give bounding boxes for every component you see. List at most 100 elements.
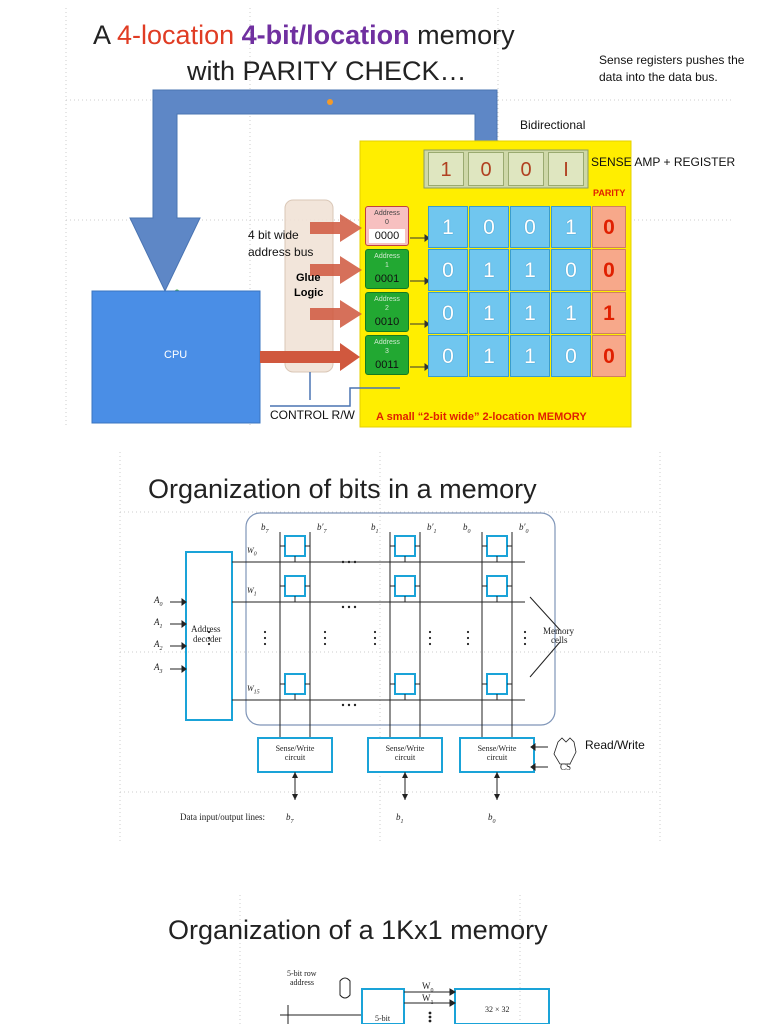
data-line-label-2-text: b (488, 812, 493, 822)
memory-bit-cell: 0 (510, 206, 550, 248)
sense-note-line1: Sense registers pushes the (599, 53, 745, 67)
row-address-label-1: 5-bit row (287, 969, 317, 978)
parity-cell: 0 (592, 206, 626, 248)
bit-line-label-2-subscript: 0 (467, 528, 471, 535)
slide1-title-line1: A 4-location 4-bit/location memory (93, 20, 515, 50)
memory-array-outline (245, 512, 556, 726)
parity-cell: 1 (592, 292, 626, 334)
address-input-label-2-text: A (154, 639, 160, 649)
data-line-label-0-subscript: 7 (290, 818, 294, 825)
word-line-label-2: W15 (247, 684, 260, 696)
address-input-label-0-text: A (154, 595, 160, 605)
bidirectional-label: Bidirectional (520, 118, 586, 132)
address-input-label-3: A3 (154, 662, 163, 675)
address-input-label-3-text: A (154, 662, 160, 672)
sense-write-label-line2: circuit (486, 753, 508, 762)
memory-bit-cell: 0 (428, 292, 468, 334)
memory-cell (284, 673, 306, 695)
memory-cells-label-2: cells (551, 635, 568, 645)
data-bus-arrow (129, 89, 498, 293)
address-decoder-box (185, 551, 233, 721)
memory-bit-cell: 1 (551, 206, 591, 248)
sense-bit-1: 0 (468, 152, 504, 186)
address-box-1: Address 1 0001 (365, 249, 409, 289)
sense-write-label-line1: Sense/Write (275, 744, 315, 753)
sense-note-line2: data into the data bus. (599, 70, 718, 84)
word-line-label-0-text: W (247, 546, 254, 555)
word-line-w0: W0 (422, 981, 434, 994)
address-input-label-2: A2 (154, 639, 163, 652)
address-code: 0000 (369, 229, 405, 243)
glue-logic-block (284, 199, 334, 373)
memory-bit-cell: 0 (428, 249, 468, 291)
cs-label: CS (560, 762, 572, 772)
bit-line-prime-label-1: b′1 (427, 522, 436, 535)
memory-cells-label-1: Memory (543, 626, 574, 636)
bit-line-label-1-subscript: 1 (375, 528, 379, 535)
address-input-label-0-subscript: 0 (159, 601, 163, 608)
address-word: Address (374, 210, 400, 217)
address-index: 2 (385, 305, 389, 312)
row-decoder-box (361, 988, 405, 1024)
cpu-block (91, 290, 261, 424)
cell-array-box (454, 988, 550, 1024)
address-code: 0001 (374, 273, 400, 285)
memory-cell (486, 575, 508, 597)
memory-bit-cell: 1 (510, 292, 550, 334)
cpu-label: CPU (164, 349, 188, 361)
data-line-label-0: b7 (286, 812, 294, 825)
address-code: 0010 (374, 316, 400, 328)
address-input-label-2-subscript: 2 (159, 645, 163, 652)
data-lines-label: Data input/output lines: (180, 812, 265, 822)
address-index: 1 (385, 262, 389, 269)
memory-bit-cell: 0 (469, 206, 509, 248)
read-write-label: Read/Write (585, 738, 645, 752)
bit-line-label-2-text: b (463, 522, 468, 532)
address-index: 0 (385, 219, 389, 226)
memory-bit-cell: 0 (428, 335, 468, 377)
address-word: Address (374, 296, 400, 303)
memory-cell (486, 673, 508, 695)
decoder-label-2: decoder (193, 634, 222, 644)
bit-line-label-1-text: b (371, 522, 376, 532)
memory-cell (394, 673, 416, 695)
memory-bit-cell: 0 (551, 249, 591, 291)
bit-line-label-0: b7 (261, 522, 269, 535)
word-line-label-0: W0 (247, 546, 257, 558)
data-line-label-2-subscript: 0 (492, 818, 496, 825)
slide2-title: Organization of bits in a memory (148, 474, 537, 504)
slide3-graphics (239, 895, 550, 1024)
sense-bit-3: I (548, 152, 584, 186)
address-word: Address (374, 339, 400, 346)
control-rw-label: CONTROL R/W (270, 408, 355, 422)
bit-line-label-1: b1 (371, 522, 379, 535)
slide2-graphics (119, 452, 661, 842)
glue-logic-label-2: Logic (294, 287, 324, 299)
parity-header: PARITY (593, 188, 626, 198)
parity-cell: 0 (592, 249, 626, 291)
word-line-label-2-text: W (247, 684, 254, 693)
data-line-label-1: b1 (396, 812, 404, 825)
bit-line-prime-label-0-subscript: 7 (323, 528, 327, 535)
memory-bit-cell: 1 (428, 206, 468, 248)
address-word: Address (374, 253, 400, 260)
row-address-label-2: address (290, 978, 314, 987)
address-input-label-0: A0 (154, 595, 163, 608)
cell-array-label: 32 × 32 (485, 1005, 510, 1014)
glue-logic-label-1: Glue (296, 272, 321, 284)
memory-bit-cell: 1 (469, 249, 509, 291)
sense-amp-label: SENSE AMP + REGISTER (591, 155, 736, 169)
bit-line-prime-label-2: b′0 (519, 522, 528, 535)
address-code: 0011 (375, 359, 399, 371)
slide3-title: Organization of a 1Kx1 memory (168, 915, 548, 945)
word-line-label-1: W1 (247, 586, 257, 598)
memory-caption: A small “2-bit wide” 2-location MEMORY (376, 411, 587, 423)
sense-write-box (257, 737, 333, 773)
sense-write-label-line2: circuit (284, 753, 306, 762)
bit-line-prime-label-0: b′7 (317, 522, 326, 535)
sense-write-label-line1: Sense/Write (385, 744, 425, 753)
